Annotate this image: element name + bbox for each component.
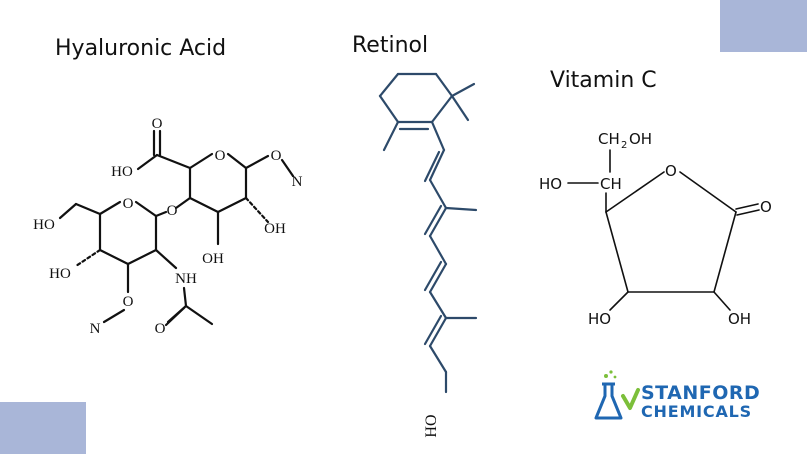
ha-atom-o: O — [123, 196, 134, 212]
ha-atom-ho: HO — [49, 266, 71, 282]
ha-atom-nh: NH — [175, 271, 197, 287]
retinol-title: Retinol — [352, 33, 429, 58]
ha-atom-oh: OH — [264, 221, 286, 237]
decor-block-bottom-left — [0, 402, 86, 454]
vitc-atom-ring-o: O — [665, 162, 677, 180]
ha-atom-ho: HO — [33, 217, 55, 233]
logo-text-line2: CHEMICALS — [641, 402, 752, 421]
ha-atom-n: N — [90, 321, 101, 337]
vitc-atom-oh: OH — [728, 310, 751, 328]
ha-atom-o: O — [123, 294, 134, 310]
ha-atom-o: O — [152, 116, 163, 132]
ha-atom-o: O — [155, 321, 166, 337]
vitamin-c-title: Vitamin C — [550, 68, 657, 93]
vitc-atom-ch: CH — [600, 175, 622, 193]
hyaluronic-acid-title: Hyaluronic Acid — [55, 36, 227, 61]
vitc-subscript-2: 2 — [621, 140, 627, 151]
vitc-atom-ho: HO — [588, 310, 611, 328]
vitc-atom-ch2: CH — [598, 130, 620, 148]
ha-atom-o: O — [167, 203, 178, 219]
ha-atom-ho: HO — [111, 164, 133, 180]
vitc-atom-keto-o: O — [760, 198, 772, 216]
vitc-atom-ho: HO — [539, 175, 562, 193]
ha-atom-n: N — [292, 174, 303, 190]
ha-atom-o: O — [271, 148, 282, 164]
ha-atom-o: O — [215, 148, 226, 164]
ha-atom-oh: OH — [202, 251, 224, 267]
vitc-atom-oh: OH — [629, 130, 652, 148]
decor-block-top-right — [720, 0, 807, 52]
logo-text-line1: STANFORD — [641, 382, 761, 404]
retinol-atom-ho: HO — [423, 414, 440, 437]
